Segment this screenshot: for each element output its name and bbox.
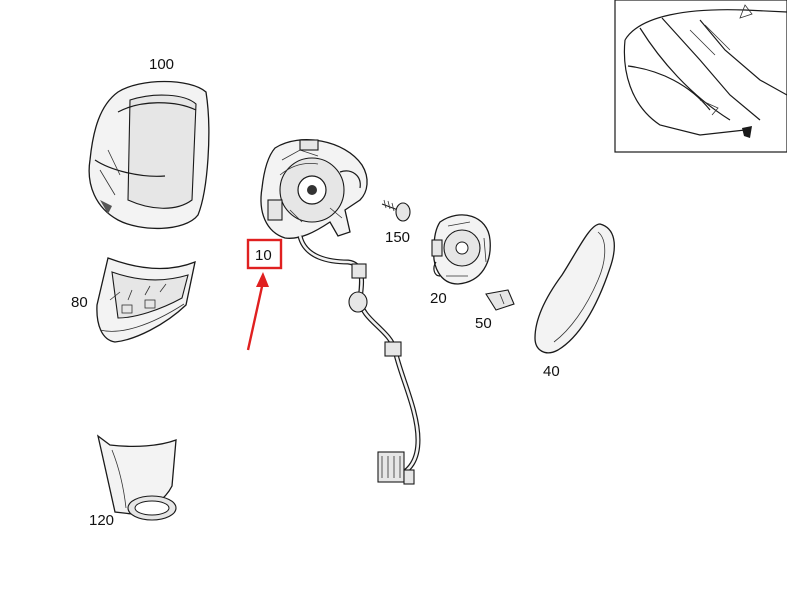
label-80: 80 [71,294,88,311]
highlight-arrow-shaft [246,281,265,351]
label-150: 150 [385,229,410,246]
part-120-lower-cover [96,434,177,521]
part-100-housing-cover [88,80,210,230]
label-100: 100 [149,56,174,73]
label-40: 40 [543,363,560,380]
label-120: 120 [89,512,114,529]
part-150-screw [381,199,411,222]
highlight-box [246,238,283,270]
part-80-base-frame [96,257,196,343]
part-40-mirror-glass [534,223,615,354]
part-10-highlight [246,238,283,351]
vehicle-inset [614,0,787,153]
label-20: 20 [430,290,447,307]
wiring-harness [297,235,421,485]
label-10: 10 [255,247,272,264]
part-10-motor-assembly [260,139,368,239]
part-20-glass-carrier [431,214,491,285]
label-50: 50 [475,315,492,332]
part-50-clip [485,289,515,311]
highlight-arrow-head [256,272,269,287]
harness-connector [377,451,415,485]
